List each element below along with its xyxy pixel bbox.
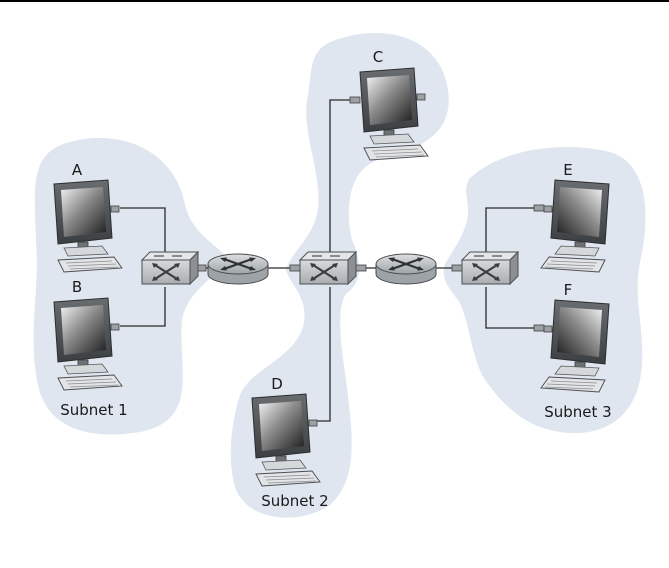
link-a-switch1 (120, 207, 166, 253)
subnet-1-label: Subnet 1 (60, 401, 127, 419)
link-b-switch1 (120, 287, 166, 327)
host-f-label: F (564, 281, 573, 299)
host-b-label: B (72, 278, 82, 296)
host-a-label: A (72, 161, 83, 179)
subnet-3-region (443, 147, 646, 434)
link-e-switch3 (485, 207, 544, 253)
host-e-label: E (563, 161, 572, 179)
link-f-switch3 (485, 287, 544, 329)
link-d-switch2 (312, 287, 331, 422)
link-c-switch2 (329, 99, 358, 253)
subnet-3-switch-icon (460, 250, 520, 286)
host-c-label: C (373, 48, 383, 66)
subnet-2-label: Subnet 2 (261, 492, 328, 510)
router-2-icon (374, 252, 438, 286)
subnet-3-label: Subnet 3 (544, 403, 611, 421)
subnet-2-switch-icon (298, 250, 358, 286)
host-d-label: D (271, 375, 283, 393)
subnet-1-region (33, 137, 228, 435)
subnet-1-switch-icon (140, 250, 200, 286)
top-border-line (0, 0, 669, 2)
router-1-icon (206, 252, 270, 286)
